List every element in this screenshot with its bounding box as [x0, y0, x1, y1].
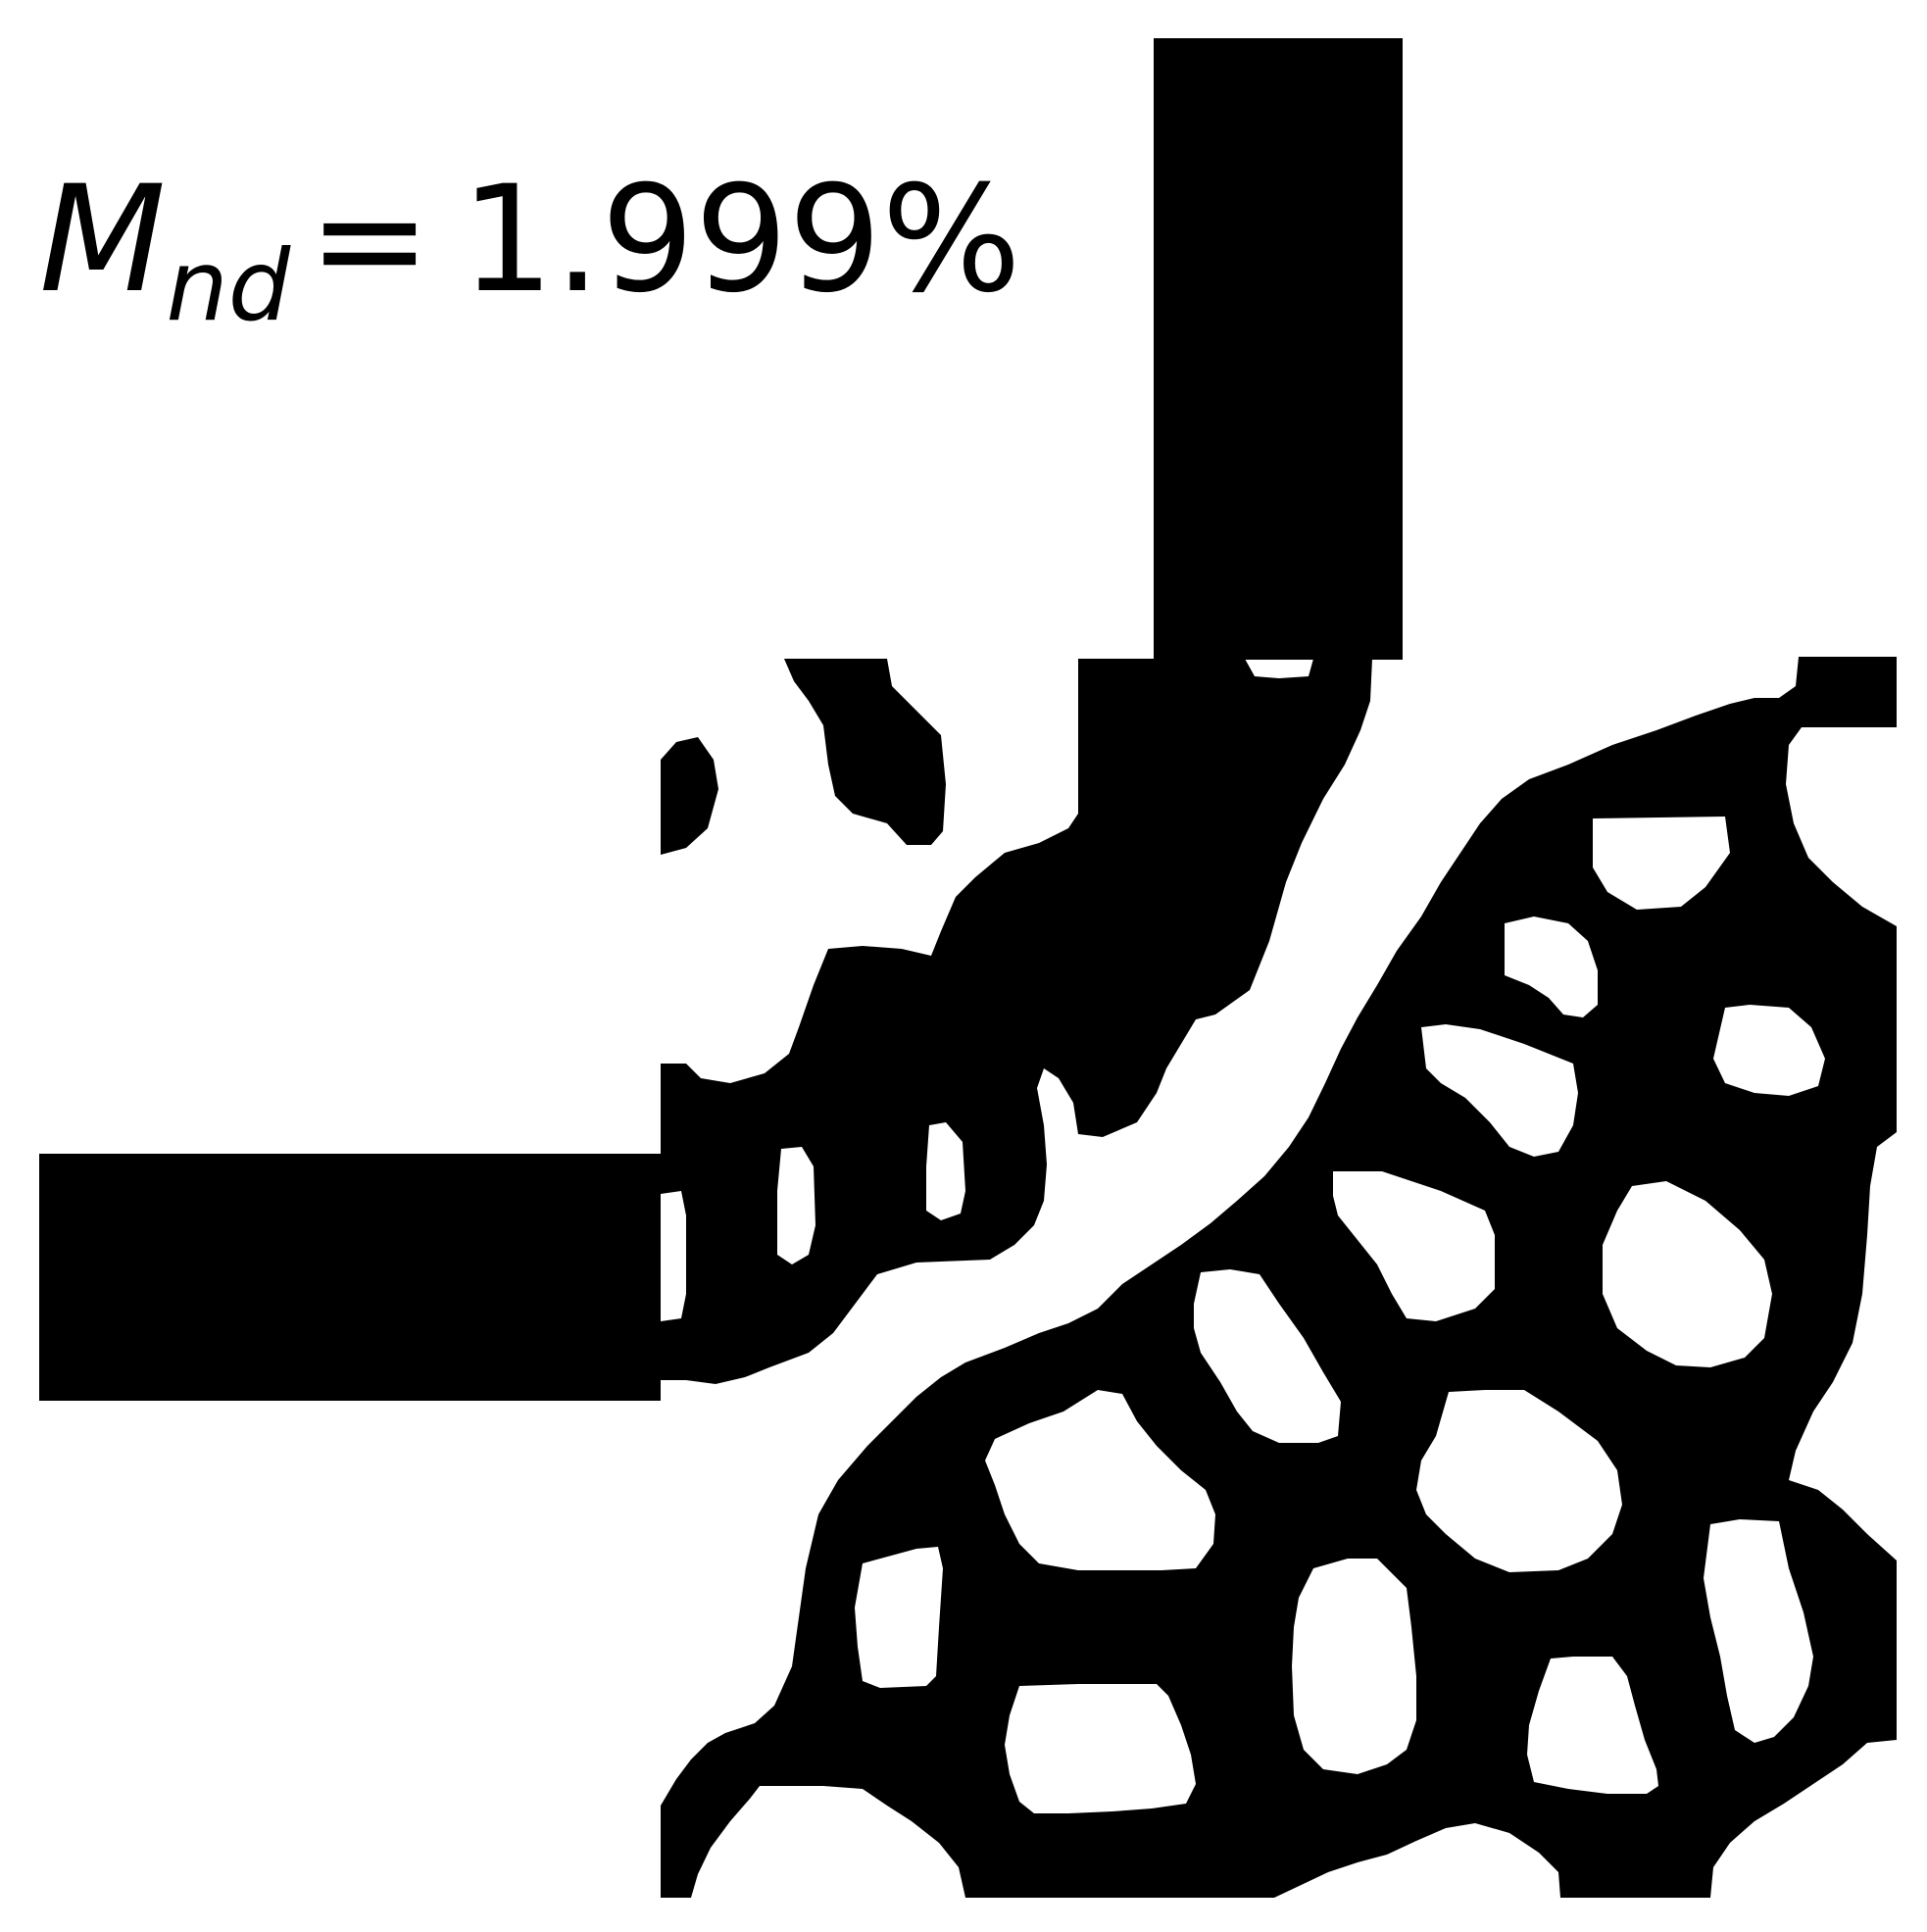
- solid-material: [39, 38, 1897, 1898]
- upper-left-arm: [661, 652, 1402, 1384]
- blob-small-teardrop: [784, 659, 946, 845]
- metric-symbol: M: [39, 155, 167, 325]
- blob-small-left: [661, 737, 718, 855]
- metric-subscript: nd: [166, 228, 291, 343]
- left-bar: [39, 1154, 661, 1401]
- top-column: [1154, 38, 1403, 660]
- metric-value: 1.999%: [460, 155, 1021, 325]
- metric-operator: =: [308, 155, 431, 325]
- metric-label: Mnd=1.999%: [39, 167, 1021, 335]
- lower-lattice: [661, 657, 1897, 1898]
